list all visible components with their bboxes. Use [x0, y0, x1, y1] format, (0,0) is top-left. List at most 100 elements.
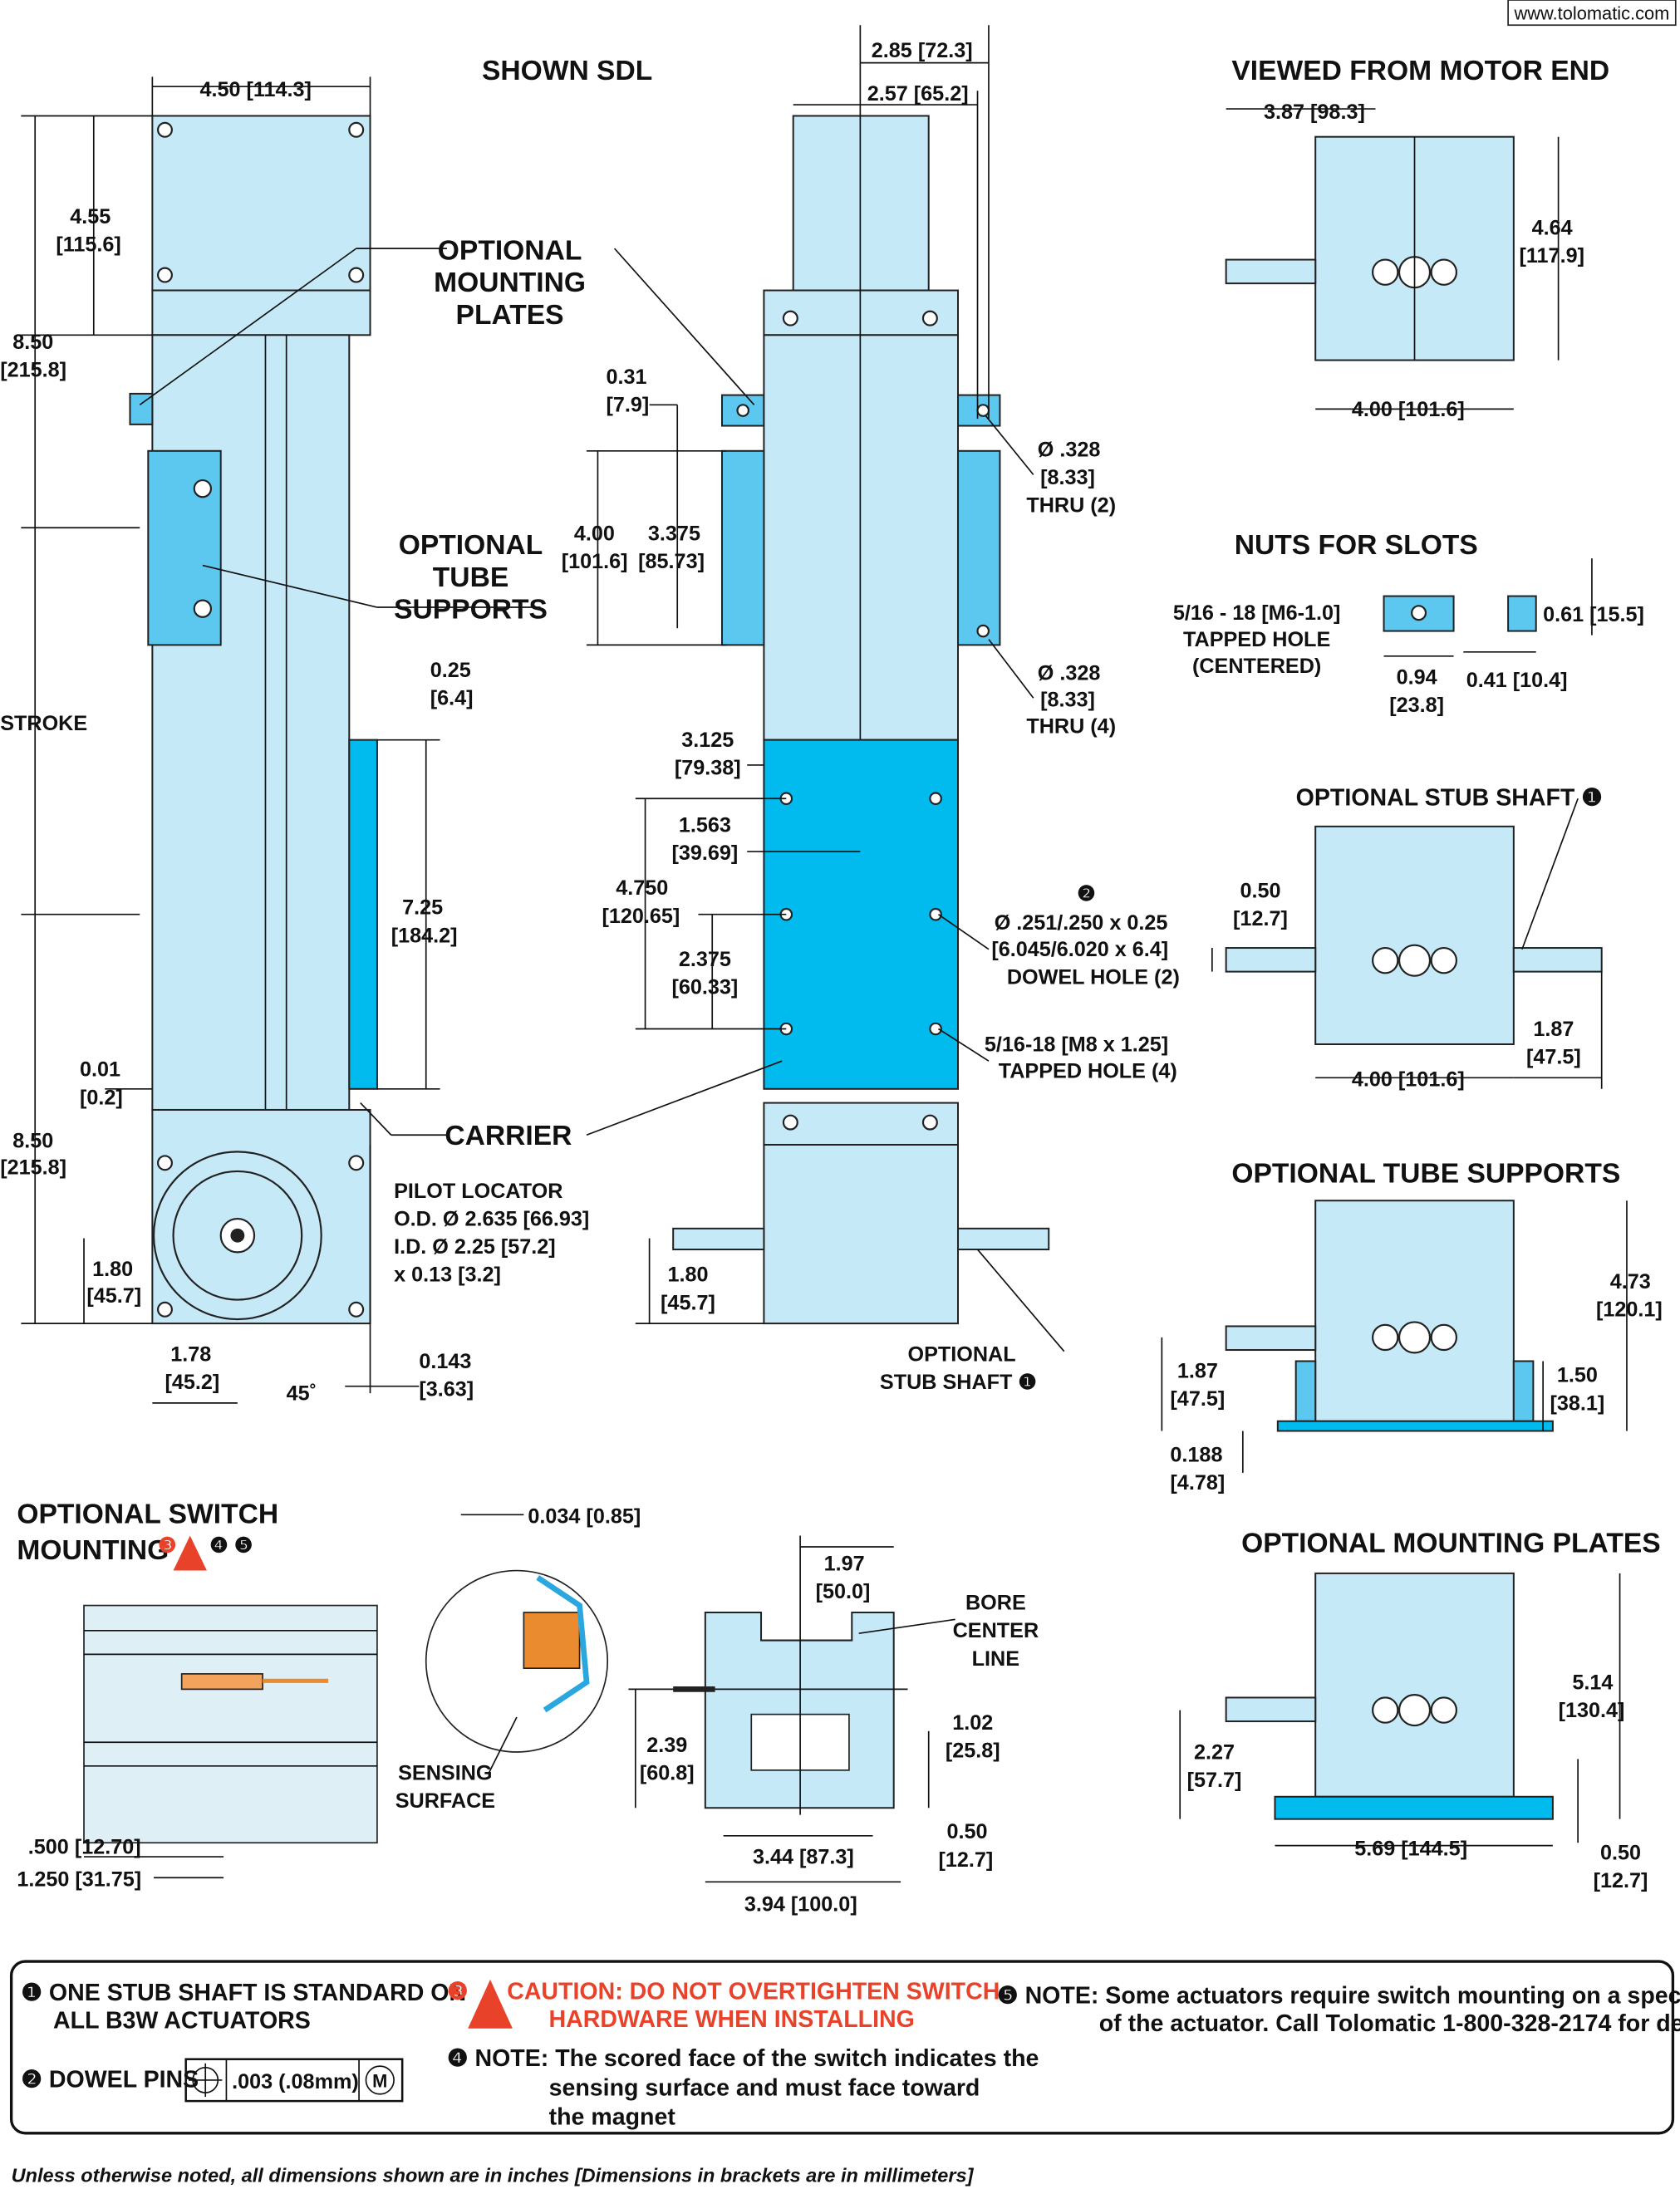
- tolerance-frame: .003 (.08mm) M: [184, 2058, 404, 2103]
- dim: .500 [12.70]: [28, 1836, 141, 1859]
- dim: 4.64: [1532, 216, 1573, 239]
- dim: 1.80: [667, 1264, 708, 1287]
- dim: [120.65]: [602, 905, 680, 928]
- dim: 1.563: [679, 814, 731, 837]
- dim: 2.375: [679, 948, 731, 971]
- note-4: the magnet: [549, 2104, 676, 2131]
- callout-tube-supports-2: TUBE: [433, 562, 508, 593]
- dim: [12.7]: [1233, 907, 1288, 930]
- bore-label: BORE: [965, 1592, 1026, 1615]
- dim: [23.8]: [1389, 694, 1444, 717]
- dim: 1.02: [952, 1711, 993, 1735]
- tolerance-value: .003 (.08mm): [232, 2070, 359, 2093]
- dim: [12.7]: [1594, 1869, 1648, 1892]
- tube-support-right: [956, 449, 1001, 646]
- dim: 0.61 [15.5]: [1543, 603, 1644, 626]
- bore-label: LINE: [972, 1647, 1019, 1671]
- dim: 3.94 [100.0]: [744, 1893, 857, 1917]
- dim: 1.97: [824, 1553, 865, 1576]
- hole-callout: THRU (4): [1026, 714, 1116, 738]
- dim: [6.4]: [430, 687, 474, 710]
- dim: [45.7]: [661, 1291, 715, 1314]
- motor-bottom: [763, 1143, 960, 1325]
- pilot-locator-4: x 0.13 [3.2]: [394, 1264, 501, 1287]
- nut-callout: 5/16 - 18 [M6-1.0]: [1173, 601, 1341, 625]
- dim: 3.125: [681, 729, 734, 752]
- stroke-label: STROKE: [0, 712, 87, 735]
- dim: 1.250 [31.75]: [17, 1868, 141, 1891]
- dim: 4.00: [574, 522, 615, 545]
- title-stub-shaft: OPTIONAL STUB SHAFT ❶: [1296, 785, 1603, 812]
- dim: 2.39: [646, 1734, 687, 1757]
- dim: [4.78]: [1170, 1471, 1225, 1495]
- dim: [39.69]: [672, 842, 739, 865]
- switch-sensor: [180, 1673, 263, 1691]
- hole-callout: Ø .328: [1038, 439, 1101, 462]
- title-motor-end: VIEWED FROM MOTOR END: [1231, 56, 1609, 86]
- dim: [101.6]: [562, 550, 628, 573]
- dim: [3.63]: [419, 1377, 474, 1401]
- dim: 4.55: [70, 205, 111, 228]
- dim: 2.57 [65.2]: [867, 82, 969, 106]
- dim: [57.7]: [1187, 1769, 1242, 1792]
- dim: [115.6]: [56, 233, 120, 256]
- note-5: of the actuator. Call Tolomatic 1-800-32…: [1099, 2010, 1680, 2037]
- note-5: ❺ NOTE: Some actuators require switch mo…: [997, 1982, 1680, 2009]
- callout-mounting-plates-3: PLATES: [456, 300, 564, 331]
- stub-shaft-right: [956, 1227, 1050, 1251]
- dim: [47.5]: [1170, 1387, 1225, 1411]
- dowel-callout: Ø .251/.250 x 0.25: [995, 911, 1168, 935]
- dim: 7.25: [402, 896, 443, 920]
- hole-callout: THRU (2): [1026, 494, 1116, 518]
- dim: 8.50: [12, 331, 53, 354]
- bore-label: CENTER: [953, 1619, 1039, 1642]
- callout-tube-supports-1: OPTIONAL: [399, 530, 543, 561]
- title-switch-1: OPTIONAL SWITCH: [17, 1499, 278, 1529]
- stub-shaft-view: [1211, 798, 1603, 1089]
- motor-top: [151, 115, 371, 292]
- dim: [130.4]: [1559, 1699, 1625, 1722]
- dim: 4.750: [616, 876, 668, 900]
- note-2: ❷ DOWEL PINS: [21, 2066, 199, 2093]
- note-3: HARDWARE WHEN INSTALLING: [549, 2006, 915, 2033]
- stub-shaft-left: [672, 1227, 765, 1251]
- dim: 0.41 [10.4]: [1466, 669, 1568, 692]
- dim: [215.8]: [0, 1156, 66, 1179]
- nuts-view: [1383, 558, 1593, 657]
- pilot-locator-1: PILOT LOCATOR: [394, 1180, 562, 1203]
- dim: 5.14: [1572, 1671, 1613, 1694]
- switch-refs-45: ❹ ❺: [209, 1534, 253, 1558]
- motor-end-view: [1225, 108, 1560, 410]
- dim: 0.31: [607, 366, 647, 389]
- website-link[interactable]: www.tolomatic.com: [1514, 3, 1670, 24]
- dim: 0.25: [430, 659, 471, 682]
- callout-mounting-plates-1: OPTIONAL: [438, 236, 582, 267]
- dim: 4.00 [101.6]: [1352, 398, 1465, 421]
- hole-callout: [8.33]: [1040, 688, 1095, 711]
- dim: [60.33]: [672, 976, 739, 999]
- dim: 8.50: [12, 1129, 53, 1152]
- dim: 0.034 [0.85]: [528, 1504, 641, 1528]
- dim: [184.2]: [391, 924, 458, 947]
- end-plate-top: [151, 289, 371, 336]
- dowel-callout: [6.045/6.020 x 6.4]: [991, 938, 1168, 961]
- warning-icon: [173, 1535, 207, 1571]
- footer-note: Unless otherwise noted, all dimensions s…: [12, 2165, 975, 2187]
- nut-callout: TAPPED HOLE: [1183, 628, 1330, 651]
- dim: [85.73]: [638, 550, 705, 573]
- callout-mounting-plates-2: MOUNTING: [434, 267, 586, 298]
- dimension-labels: 4.50 [114.3] 4.55 [115.6] 8.50 [215.8] 8…: [0, 39, 1663, 1917]
- dim: 0.188: [1170, 1443, 1222, 1466]
- side-view: [129, 115, 378, 1325]
- dim: 5.69 [144.5]: [1354, 1837, 1467, 1860]
- pilot-locator-2: O.D. Ø 2.635 [66.93]: [394, 1207, 589, 1230]
- caution-icon: [468, 1979, 513, 2029]
- dowel-callout: DOWEL HOLE (2): [1007, 966, 1180, 989]
- switch-mounting-view: [83, 1514, 955, 1883]
- carrier: [348, 739, 378, 1090]
- side-dimension-lines: [21, 76, 541, 1404]
- dim: [25.8]: [946, 1740, 1000, 1763]
- dim: [117.9]: [1520, 244, 1584, 267]
